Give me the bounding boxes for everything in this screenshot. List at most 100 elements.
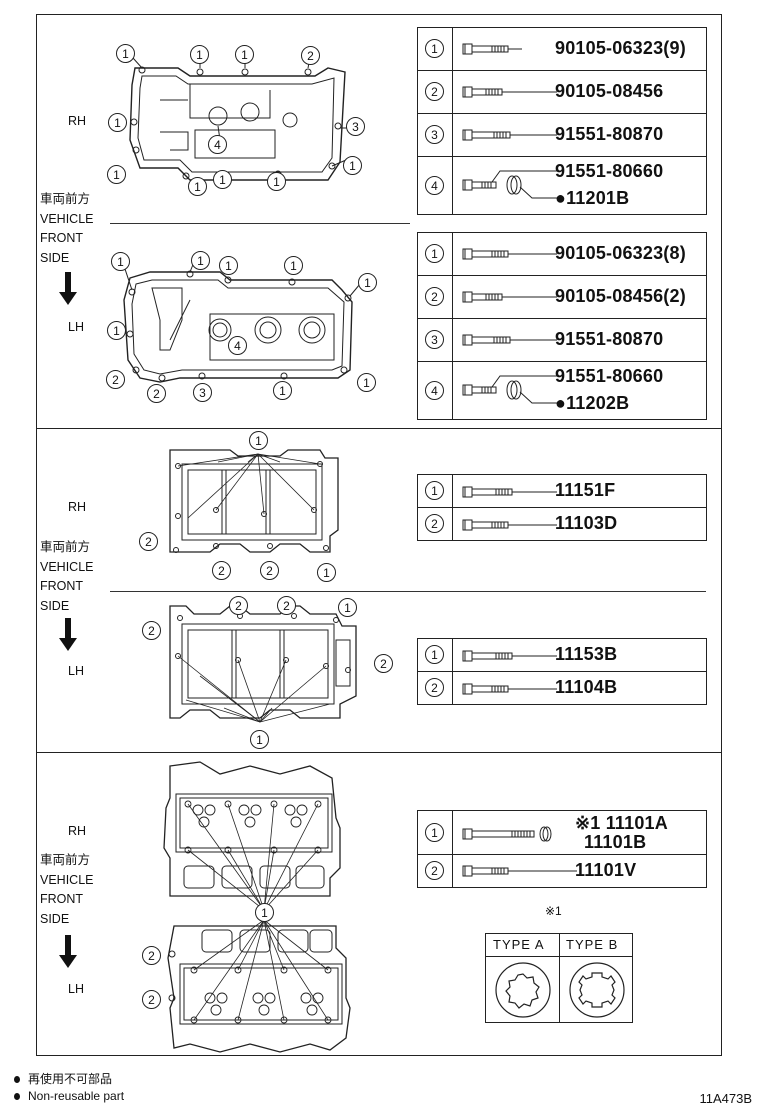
rh-lh-divider [110,591,706,592]
table-row: 1 90105-06323(8) [418,233,706,276]
item-number: 3 [425,125,444,144]
side-text: SIDE [40,598,70,613]
callout-2: 2 [277,596,296,615]
type-b-bolt-head-icon [569,962,625,1018]
diagram-frame [36,14,722,1056]
callout-1: 1 [188,177,207,196]
part-number-non-reusable: ●11202B [555,393,630,413]
item-number: 2 [425,514,444,533]
callout-2: 2 [260,561,279,580]
table-row: 2 90105-08456 [418,71,706,114]
bolt-icon [462,519,557,531]
section-divider [36,752,722,753]
lh-oil-pan-drawing [160,600,370,730]
vehicle-text: VEHICLE [40,872,94,887]
vehicle-front-side-label: 車両前方 VEHICLE FRONT SIDE [40,538,94,616]
bullet-icon [14,1093,20,1100]
vehicle-text: VEHICLE [40,211,94,226]
table-row: 4 91551-80660 ●11202B [418,362,706,419]
rh-head-cover-drawing [100,40,380,200]
table-row: 2 11103D [418,508,706,541]
lh-head-cover-drawing [100,250,380,400]
callout-2: 2 [139,532,158,551]
table-row: 1 11151F [418,475,706,508]
callout-1: 1 [191,251,210,270]
table-row: 1 90105-06323(9) [418,28,706,71]
non-reusable-legend: 再使用不可部品 Non-reusable part [14,1070,124,1103]
callout-3: 3 [346,117,365,136]
callout-1: 1 [250,730,269,749]
legend-en: Non-reusable part [28,1089,125,1103]
callout-2: 2 [142,946,161,965]
callout-1: 1 [213,170,232,189]
callout-2: 2 [212,561,231,580]
part-number: 91551-80660 [555,366,664,386]
vehicle-text: VEHICLE [40,559,94,574]
part-number: 11151F [555,480,616,500]
side-text: SIDE [40,911,70,926]
callout-1: 1 [107,165,126,184]
bolt-type-legend: TYPE A TYPE B [485,933,633,1023]
callout-2: 2 [374,654,393,673]
down-arrow-icon [59,935,77,968]
lh-label: LH [68,982,84,996]
front-text: FRONT [40,231,84,245]
part-number: 91551-80870 [555,329,664,349]
bolt-icon [462,43,522,55]
vehicle-front-side-label: 車両前方 VEHICLE FRONT SIDE [40,851,94,929]
table-row: 2 11104B [418,672,706,705]
callout-2: 2 [229,596,248,615]
callout-1: 1 [108,113,127,132]
callout-1: 1 [267,172,286,191]
part-number: 90105-08456 [555,81,664,101]
callout-3: 3 [193,383,212,402]
rh-label: RH [68,114,87,128]
rh-head-cover-parts-table: 1 90105-06323(9) 2 90105-08456 3 91551-8… [417,27,707,215]
part-number: 11104B [555,677,618,697]
cylinder-head-bolt-table: 1 ※1 11101A 11101B 2 11101V [417,810,707,888]
item-number: 2 [425,287,444,306]
callout-1: 1 [219,256,238,275]
legend-jp: 再使用不可部品 [28,1072,113,1086]
callout-4: 4 [208,135,227,154]
lh-oil-pan-parts-table: 1 11153B 2 11104B [417,638,707,705]
callout-1: 1 [116,44,135,63]
cylinder-head-drawing [160,758,360,1058]
callout-2: 2 [142,621,161,640]
part-number: 11103D [555,513,618,533]
down-arrow-icon [59,618,77,651]
bolt-icon [462,291,557,303]
part-number: 90105-06323(8) [555,243,686,263]
callout-1: 1 [235,45,254,64]
rh-label: RH [68,824,87,838]
bolt-with-washer-icon [462,375,557,404]
part-number: 91551-80660 [555,161,664,181]
type-note-mark: ※1 [545,904,562,918]
type-a-bolt-head-icon [495,962,551,1018]
item-number: 1 [425,645,444,664]
front-text: FRONT [40,579,84,593]
item-number: 4 [425,381,444,400]
type-a-label: TYPE A [493,937,545,952]
rh-oil-pan-drawing [160,440,350,570]
item-number: 4 [425,176,444,195]
bolt-with-washer-icon [462,826,552,842]
item-number: 1 [425,244,444,263]
lh-label: LH [68,320,84,334]
part-number: 91551-80870 [555,124,664,144]
callout-1: 1 [107,321,126,340]
bolt-with-washer-icon [462,170,557,199]
item-number: 1 [425,823,444,842]
part-number: 11101V [575,860,637,880]
callout-1: 1 [190,45,209,64]
lh-label: LH [68,664,84,678]
callout-1: 1 [343,156,362,175]
part-number: 11153B [555,644,618,664]
table-row: 2 90105-08456(2) [418,276,706,319]
callout-2: 2 [142,990,161,1009]
bolt-icon [462,486,557,498]
callout-1: 1 [357,373,376,392]
item-number: 1 [425,481,444,500]
front-text: FRONT [40,892,84,906]
rh-lh-divider [110,223,410,224]
